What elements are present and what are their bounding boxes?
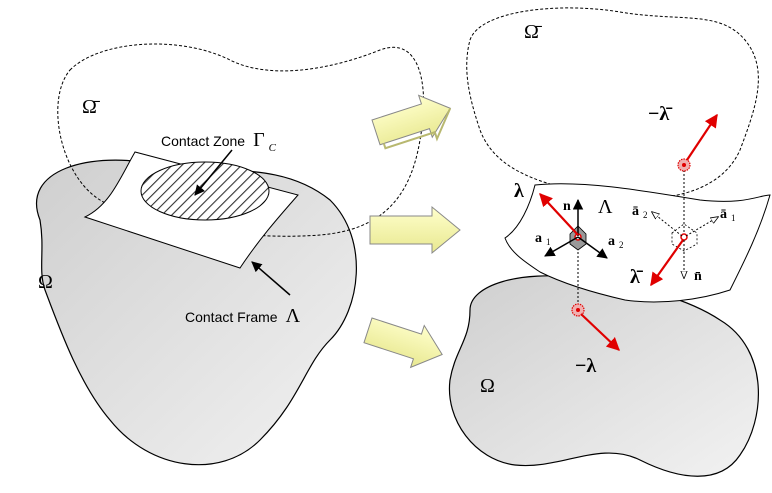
transition-arrows (363, 94, 461, 369)
contact-zone-pointer (194, 149, 233, 196)
contact-frame-label: Contact Frame Λ (185, 305, 301, 327)
transition-arrow-middle (369, 205, 461, 255)
right-contact-frame (504, 183, 771, 303)
lambda-bar-arrow (650, 239, 684, 287)
contact-point-bottom-center (576, 308, 580, 312)
a1-bar-label: ā 1 (720, 205, 736, 223)
contact-point-top-center (682, 163, 686, 167)
left-bottom-body-label: Ω (38, 271, 53, 293)
right-panel: Ω̄ Ω Λ λ −λ λ̄ −λ̄ n n̄ a 1 a 2 ā 1 ā 2 (448, 7, 771, 477)
right-bottom-body (448, 275, 759, 477)
a2-axis (577, 236, 608, 259)
right-top-body-dashed (466, 7, 759, 200)
lambda-label: λ (514, 180, 524, 202)
origin-point-right (680, 233, 688, 241)
transition-arrow-top (371, 94, 452, 150)
n-label: n (563, 199, 571, 214)
contact-frame-pointer (251, 261, 291, 296)
right-top-body-label: Ω̄ (524, 21, 543, 43)
a1-label: a 1 (535, 229, 551, 247)
left-panel: Ω̄ Ω Contact Zone Γ C Contact Frame Λ (35, 43, 425, 466)
a2-label: a 2 (608, 232, 624, 250)
n-bar-label: n̄ (694, 269, 702, 284)
neg-lambda-bar-label: −λ̄ (648, 103, 673, 125)
contact-zone-label: Contact Zone Γ C (161, 129, 277, 154)
a1-axis (544, 236, 579, 257)
neg-lambda-bar-arrow (686, 113, 718, 161)
a2-bar-axis (652, 212, 683, 237)
origin-marker-right (671, 223, 698, 252)
neg-lambda-label: −λ (575, 355, 596, 377)
left-contact-zone (140, 161, 270, 221)
left-top-body-label: Ω̄ (82, 96, 101, 118)
a2-bar-label: ā 2 (632, 202, 648, 220)
right-frame-label: Λ (598, 196, 613, 218)
neg-lambda-arrow (580, 313, 620, 351)
right-bottom-body-label: Ω (480, 375, 495, 397)
left-top-body-dashed (57, 43, 425, 237)
transition-arrow-bottom (363, 317, 443, 369)
lambda-arrow (539, 193, 579, 236)
